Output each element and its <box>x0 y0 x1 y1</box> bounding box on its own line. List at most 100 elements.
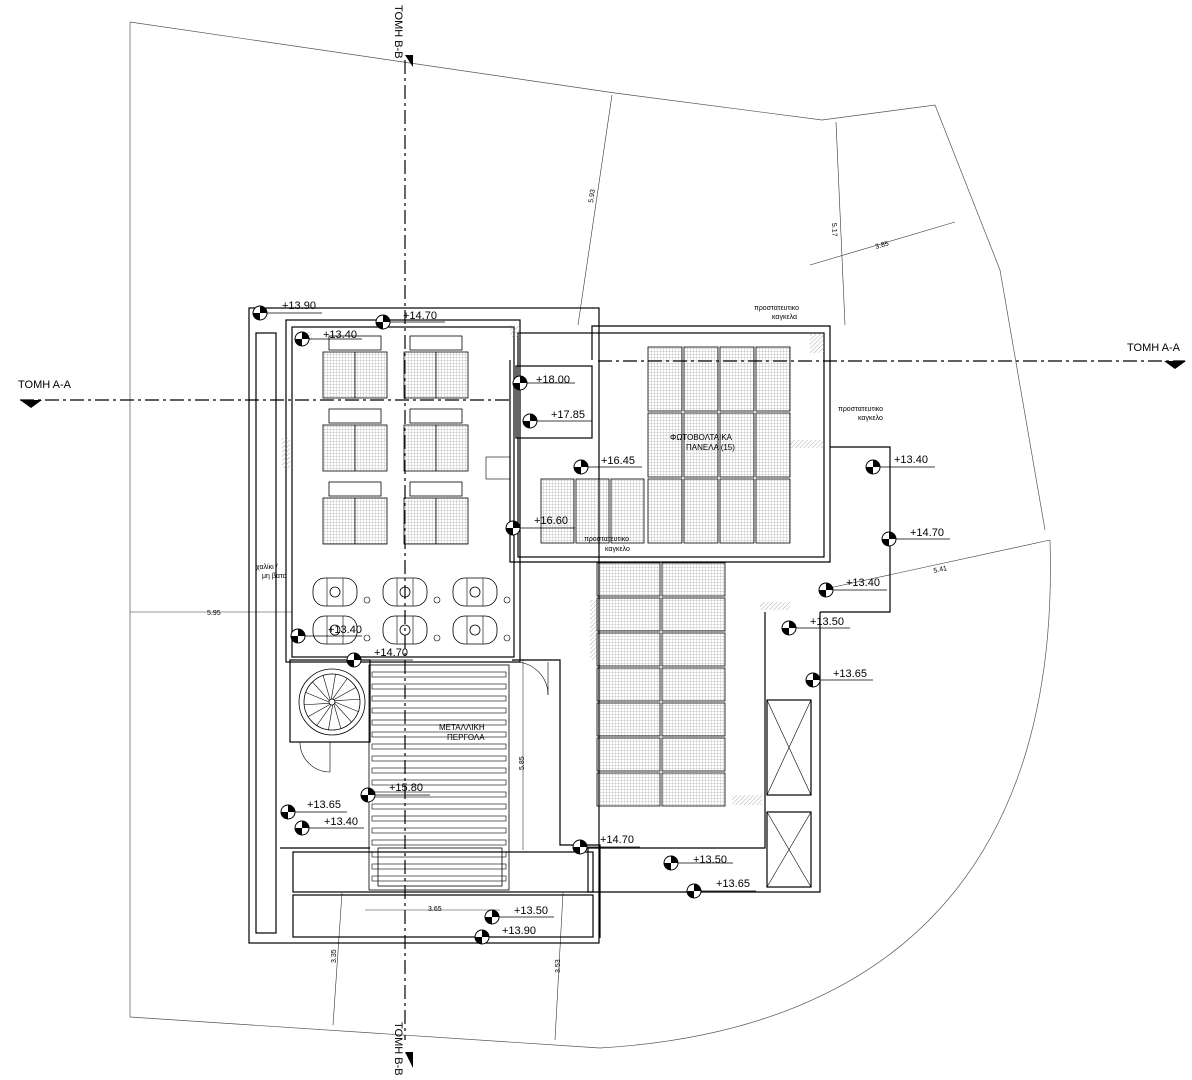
level-marker-fill <box>281 812 288 819</box>
section-aa-right-label: ΤΟΜΗ Α-Α <box>1127 342 1181 354</box>
x-marks <box>766 699 812 888</box>
stair-tread <box>312 681 330 701</box>
level-label: +15.80 <box>389 782 423 794</box>
stair-tread <box>322 675 331 700</box>
tank-cap <box>399 624 411 636</box>
pv-panel <box>719 412 755 478</box>
level-label: +18.00 <box>536 374 570 386</box>
level-label: +17.85 <box>551 409 585 421</box>
dimension-label: 3.53 <box>555 959 562 973</box>
level-marker-fill <box>513 383 520 390</box>
level-label: +13.90 <box>282 300 316 312</box>
pv-panel <box>540 478 575 544</box>
pv-panel <box>755 478 791 544</box>
plot-boundary <box>129 21 1051 1049</box>
level-label: +13.40 <box>323 329 357 341</box>
level-marker-fill <box>687 891 694 898</box>
unit-lid <box>328 335 382 351</box>
level-marker-fill <box>383 315 390 322</box>
tank-valve <box>433 634 441 642</box>
tank-cap <box>329 624 341 636</box>
pv-panel <box>755 346 791 412</box>
pv-panel <box>661 597 726 632</box>
spiral-stair <box>298 668 366 736</box>
level-marker-fill <box>513 521 520 528</box>
level-marker-fill <box>882 539 889 546</box>
level-label: +16.45 <box>601 455 635 467</box>
tank-cap <box>469 624 481 636</box>
door-swings <box>299 456 549 773</box>
level-marker-fill <box>485 917 492 924</box>
pv-panel <box>661 772 726 807</box>
pergola-slat <box>371 851 507 858</box>
level-label: +13.50 <box>514 905 548 917</box>
section-labels: ΤΟΜΗ Α-Α ΤΟΜΗ Α-Α ΤΟΜΗ Β-Β ΤΟΜΗ Β-Β <box>18 5 1181 1076</box>
railing-note: καγκελο <box>858 415 883 422</box>
level-label: +13.90 <box>502 925 536 937</box>
level-label: +14.70 <box>600 834 634 846</box>
section-lines <box>20 60 1185 1040</box>
level-label: +13.40 <box>846 577 880 589</box>
dimension-labels: 5.93 5.17 3.85 5.95 5.41 5.85 3.65 3.35 … <box>207 189 948 973</box>
level-marker-fill <box>580 840 587 847</box>
level-marker-fill <box>298 629 305 636</box>
stair-tread <box>316 704 332 726</box>
level-marker-fill <box>295 828 302 835</box>
stair-tread <box>333 687 357 700</box>
pv-panel <box>596 597 661 632</box>
gravel-note: μη βατο <box>262 573 287 580</box>
pv-panel <box>647 412 683 478</box>
pv-panel <box>596 702 661 737</box>
dimension-lines <box>130 94 1051 1041</box>
tank-cap <box>399 586 411 598</box>
level-marker-fill <box>361 795 368 802</box>
section-aa-left-label: ΤΟΜΗ Α-Α <box>18 379 72 391</box>
level-marker-fill <box>573 847 580 854</box>
pergola-slat <box>371 671 507 678</box>
pv-panel <box>661 702 726 737</box>
pergola-slat <box>371 743 507 750</box>
railing-note: προστατευτικο <box>584 536 629 543</box>
stair-tread <box>307 704 331 717</box>
level-label: +13.40 <box>894 454 928 466</box>
pv-panel <box>683 478 719 544</box>
level-marker-fill <box>574 467 581 474</box>
dimension-label: 3.35 <box>331 949 338 963</box>
level-marker-fill <box>302 332 309 339</box>
pv-panel <box>719 346 755 412</box>
stair-tread <box>331 674 336 700</box>
pv-panel <box>755 412 791 478</box>
water-tank <box>452 615 498 645</box>
stair-tread <box>332 678 348 700</box>
level-marker-fill <box>671 856 678 863</box>
level-label: +13.50 <box>693 854 727 866</box>
pv-panel <box>661 632 726 667</box>
level-label: +13.40 <box>324 816 358 828</box>
section-bb-top-label: ΤΟΜΗ Β-Β <box>392 5 404 59</box>
pv-panel <box>683 412 719 478</box>
level-marker-fill <box>664 863 671 870</box>
pv-panel <box>647 346 683 412</box>
level-marker-fill <box>889 532 896 539</box>
level-marker-fill <box>291 636 298 643</box>
level-marker-fill <box>368 788 375 795</box>
stair-tread <box>305 692 330 703</box>
pv-panel <box>596 772 661 807</box>
dimension-label: 3.65 <box>428 906 442 913</box>
level-marker-fill <box>376 322 383 329</box>
unit-lid <box>409 335 463 351</box>
stair-tread <box>334 701 359 712</box>
pv-panels-label: ΠΑΝΕΛΑ (15) <box>686 443 735 452</box>
dimension-label: 5.17 <box>830 223 837 237</box>
pv-panel <box>661 667 726 702</box>
pv-panel-array-roof <box>540 346 791 544</box>
water-tank <box>452 577 498 607</box>
level-marker-fill <box>523 421 530 428</box>
level-marker-fill <box>506 528 513 535</box>
level-marker-fill <box>826 583 833 590</box>
gravel-note: χαλίκι / <box>256 563 278 571</box>
pv-panel <box>661 737 726 772</box>
level-labels: +13.90 +14.70 +13.40 +18.00 +17.85 +16.4… <box>282 300 944 937</box>
level-marker-fill <box>253 313 260 320</box>
pergola-slat <box>371 839 507 846</box>
